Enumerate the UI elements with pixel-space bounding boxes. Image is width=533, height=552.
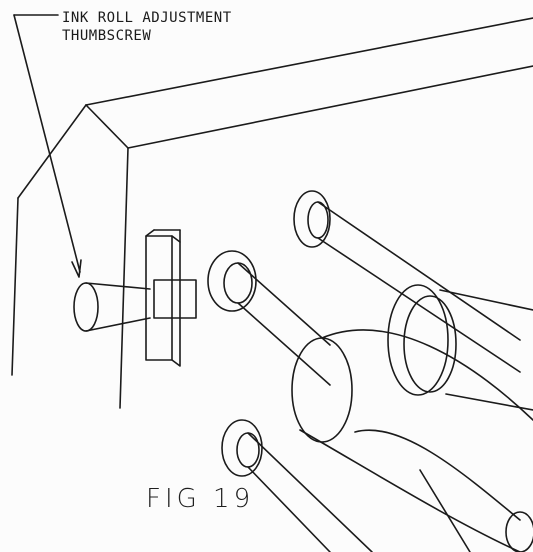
ink-roller-cylinder — [291, 284, 533, 552]
figure-caption: FIG 19 — [146, 484, 255, 514]
callout-line-2: THUMBSCREW — [62, 28, 152, 44]
leader-line — [13, 14, 82, 278]
lower-roller-body — [354, 429, 533, 552]
callout-label: INK ROLL ADJUSTMENT THUMBSCREW — [62, 9, 232, 45]
upper-roll-shaft — [293, 190, 521, 373]
thumbscrew — [73, 229, 197, 367]
lower-roll-shaft — [221, 419, 373, 552]
middle-roll-shaft — [207, 250, 331, 386]
housing-bracket — [11, 17, 533, 409]
callout-line-1: INK ROLL ADJUSTMENT — [62, 10, 232, 26]
